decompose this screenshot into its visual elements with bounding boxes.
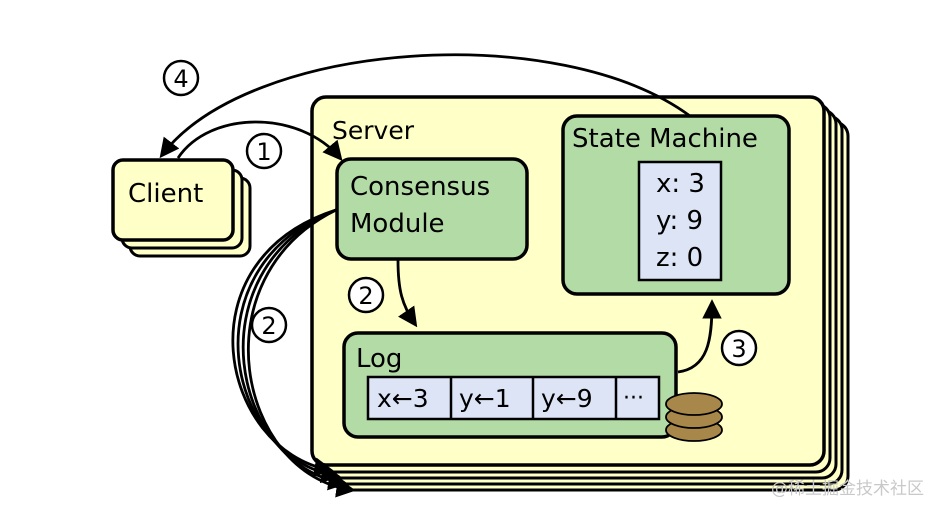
state-var-z: z: 0 — [656, 243, 703, 273]
step-2-marker-replicate: 2 — [250, 306, 288, 344]
consensus-module-box — [335, 157, 529, 261]
arrow-step-4 — [159, 53, 691, 159]
client-box — [111, 158, 235, 242]
svg-text:4: 4 — [173, 65, 188, 93]
arrow-step-1 — [176, 120, 343, 162]
arrow-step-2-replicate — [231, 208, 337, 477]
step-4-marker: 4 — [162, 59, 200, 97]
step-3-marker: 3 — [720, 329, 758, 367]
consensus-module-label-line1: Consensus — [350, 172, 490, 202]
client-stack — [111, 158, 252, 258]
step-2-marker-local: 2 — [347, 276, 385, 314]
consensus-module-label-line2: Module — [350, 209, 445, 239]
watermark: @稀土掘金技术社区 — [771, 479, 924, 499]
svg-text:2: 2 — [358, 282, 373, 310]
state-var-x: x: 3 — [656, 169, 705, 199]
log-entry: y←9 — [541, 384, 593, 413]
svg-text:3: 3 — [731, 335, 746, 363]
log-label: Log — [356, 344, 402, 374]
step-1-marker: 1 — [245, 132, 283, 170]
svg-text:2: 2 — [261, 312, 276, 340]
server-label: Server — [332, 116, 415, 145]
state-var-y: y: 9 — [656, 206, 703, 236]
log-entry: ··· — [623, 386, 644, 411]
arrow-step-2-local — [396, 259, 418, 328]
log-entries: x←3 y←1 y←9 ··· — [366, 375, 661, 421]
state-machine-label: State Machine — [572, 124, 758, 154]
svg-text:1: 1 — [256, 138, 271, 166]
state-variables-table: x: 3 y: 9 z: 0 — [637, 160, 723, 282]
arrows — [159, 53, 722, 498]
log-entry: x←3 — [377, 384, 429, 413]
disk-storage-icon — [665, 392, 723, 442]
client-label: Client — [128, 179, 203, 209]
arrow-step-3 — [677, 299, 722, 374]
log-entry: y←1 — [459, 384, 511, 413]
